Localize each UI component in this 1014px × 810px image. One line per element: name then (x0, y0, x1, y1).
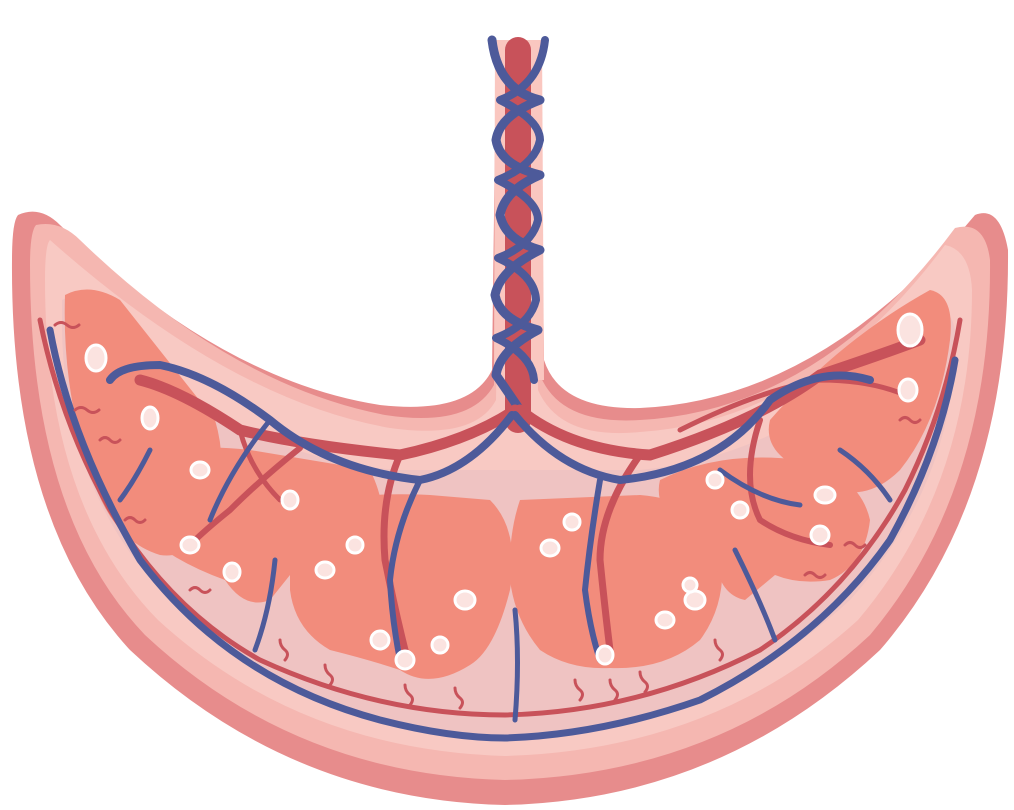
artery-main-left (134, 374, 521, 461)
villus (369, 629, 391, 651)
villus (314, 560, 336, 580)
vein-branch-2 (582, 477, 603, 663)
spiral-artery (573, 678, 584, 702)
villus (683, 589, 707, 611)
villus (730, 500, 750, 520)
villus (453, 589, 477, 611)
villus (896, 312, 924, 348)
villi (84, 312, 924, 671)
artery-branch-1 (380, 451, 409, 654)
vein-branch-4 (717, 467, 803, 508)
villus (562, 512, 582, 532)
artery-periphery-right (502, 317, 963, 718)
vein-septum-5 (837, 447, 893, 503)
artery-main-right (514, 334, 926, 461)
villus (897, 377, 919, 403)
spiral-artery (803, 571, 827, 579)
villus (705, 470, 725, 490)
spiral-artery (123, 516, 147, 524)
villus (189, 460, 211, 480)
spiral-artery (898, 416, 922, 424)
spiral-artery (608, 678, 619, 702)
vein-septum-2 (512, 607, 520, 723)
vein-periphery-right (501, 356, 959, 742)
intervillous-space (62, 298, 956, 735)
villus (345, 535, 365, 555)
spiral-artery (638, 670, 649, 694)
villus (280, 489, 300, 511)
villus (222, 561, 242, 583)
artery-branch-3 (596, 451, 644, 654)
villus (539, 538, 561, 558)
villus (813, 485, 837, 505)
villus (84, 343, 108, 373)
villus (179, 535, 201, 555)
spiral-artery (98, 436, 122, 444)
artery-branch-5 (237, 427, 283, 503)
umbilical-vein-coil-2 (492, 36, 549, 384)
arterial-vessels (37, 317, 963, 718)
spiral-artery (53, 321, 81, 329)
vein-septum-3 (732, 547, 778, 643)
spiral-artery (843, 541, 867, 549)
spiral-artery (278, 638, 289, 662)
spiral-artery (73, 406, 101, 414)
villus (681, 576, 699, 594)
villus (654, 610, 676, 630)
villus (809, 524, 831, 546)
villus (595, 644, 615, 666)
vein-main-left (106, 361, 516, 484)
villus (394, 649, 416, 671)
spiral-artery (713, 638, 724, 662)
artery-branch-4 (747, 417, 833, 548)
umbilical-cord (487, 35, 549, 433)
venous-vessels (46, 326, 959, 742)
vein-septum-1 (252, 557, 278, 653)
spiral-artery (188, 586, 212, 594)
vein-branch-3 (207, 417, 273, 523)
vein-periphery-left (46, 326, 509, 742)
spiral-artery (403, 683, 414, 707)
vein-branch-1 (387, 477, 423, 663)
vein-main-right (511, 371, 874, 484)
vein-septum-4 (117, 447, 153, 503)
spiral-arteries (53, 321, 922, 710)
artery-periphery-left (37, 317, 508, 718)
spiral-artery (453, 686, 464, 710)
villus (430, 635, 450, 655)
villus (140, 405, 160, 431)
artery-branch-2 (187, 445, 303, 548)
cotyledon-3 (290, 494, 513, 679)
spiral-artery (323, 663, 334, 687)
